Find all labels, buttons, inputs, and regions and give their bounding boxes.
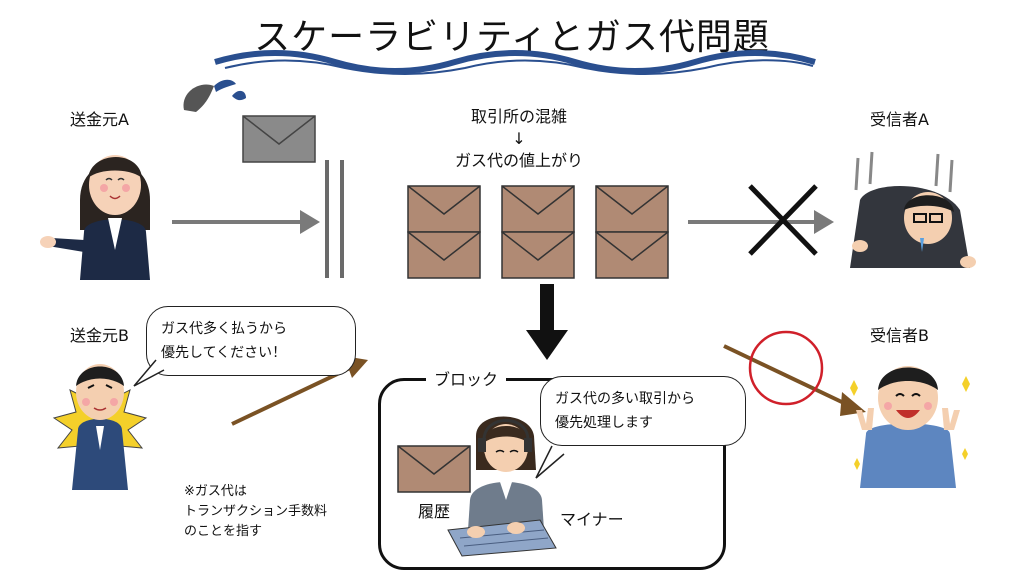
gas-price-rise-text: ガス代の値上がり	[454, 151, 583, 170]
sender-a-person-icon	[40, 155, 150, 280]
sender-b-bubble-line1: ガス代多く払うから	[161, 321, 287, 337]
sender-a-label: 送金元A	[70, 110, 129, 129]
cross-mark-icon	[748, 184, 818, 256]
history-label: 履歴	[418, 502, 451, 521]
down-arrow-glyph: ↓	[512, 129, 526, 148]
receiver-b-label: 受信者B	[870, 326, 929, 345]
keyboard-icon	[447, 519, 557, 557]
splash-icon	[183, 79, 246, 112]
ok-circle-icon	[748, 330, 824, 406]
congested-envelopes	[407, 185, 669, 279]
miner-label: マイナー	[560, 510, 624, 529]
receiver-a-label: 受信者A	[870, 110, 929, 129]
receiver-a-person-icon	[850, 151, 976, 268]
receiver-a-arrow	[688, 210, 834, 234]
receiver-b-person-icon	[850, 366, 970, 488]
envelope-icon	[501, 185, 575, 279]
gas-fee-footnote: ※ガス代は トランザクション手数料 のことを指す	[184, 482, 327, 542]
miner-bubble-tail	[535, 445, 565, 479]
envelope-icon	[595, 185, 669, 279]
miner-bubble-line1: ガス代の多い取引から	[555, 391, 695, 407]
wave-underline	[214, 50, 816, 75]
miner-bubble-line2: 優先処理します	[555, 415, 653, 431]
miner-person-icon	[468, 416, 544, 530]
footnote-line1: ※ガス代は	[184, 484, 247, 499]
history-envelope-icon	[397, 445, 471, 493]
block-title: ブロック	[426, 366, 507, 390]
miner-speech-bubble: ガス代の多い取引から 優先処理します	[540, 376, 746, 446]
gray-envelope-icon	[242, 115, 316, 163]
sender-b-label: 送金元B	[70, 326, 129, 345]
blocked-wall-icon	[325, 160, 344, 278]
footnote-line3: のことを指す	[184, 524, 263, 539]
sender-b-bubble-tail	[133, 359, 165, 387]
footnote-line2: トランザクション手数料	[184, 504, 328, 519]
sender-b-speech-bubble: ガス代多く払うから 優先してください！	[146, 306, 356, 376]
block-inflow-arrow	[526, 284, 568, 360]
envelope-icon	[407, 185, 481, 279]
sender-b-person-icon	[52, 364, 148, 490]
sender-a-arrow	[172, 210, 320, 234]
exchange-congestion-text: 取引所の混雑	[470, 107, 567, 126]
sender-b-bubble-line2: 優先してください！	[161, 345, 287, 361]
